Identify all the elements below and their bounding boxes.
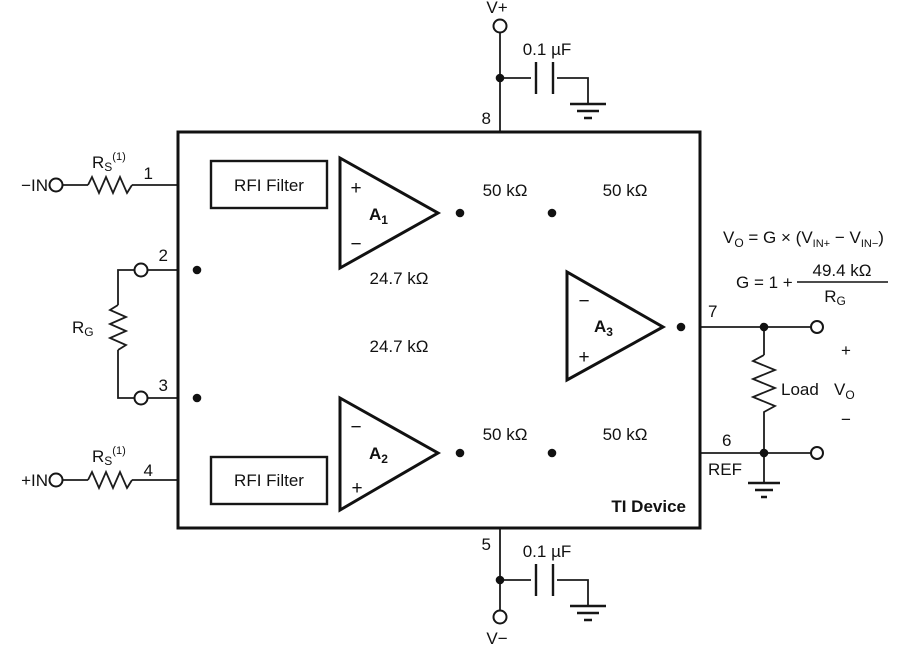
load-resistor xyxy=(750,354,778,415)
a1-label: A1 xyxy=(369,205,388,227)
vo-label: VO xyxy=(834,380,855,402)
a1-plus-sign: + xyxy=(350,178,361,199)
vo-plus-sign: + xyxy=(841,341,851,360)
r50k-bottom-left-value: 50 kΩ xyxy=(483,425,528,444)
junction-dot xyxy=(547,208,557,218)
pin-7-label: 7 xyxy=(708,302,717,321)
vminus-terminal xyxy=(492,609,508,625)
a3-minus-sign: − xyxy=(578,291,589,312)
opamp-a2 xyxy=(338,395,442,513)
rfi-filter-box-2 xyxy=(209,455,329,506)
neg-in-label: −IN xyxy=(21,176,48,195)
rfi-filter-label-2: RFI Filter xyxy=(234,471,304,490)
a3-label: A3 xyxy=(594,317,613,339)
junction-dot xyxy=(495,575,505,585)
junction-dot xyxy=(455,208,465,218)
pin-2-label: 2 xyxy=(159,246,168,265)
r24k7-a2-value: 24.7 kΩ xyxy=(369,337,428,356)
junction-dot xyxy=(759,448,769,458)
rs-pos-label: RS(1) xyxy=(92,445,126,468)
junction-dot xyxy=(547,448,557,458)
r50k-top-left-value: 50 kΩ xyxy=(483,181,528,200)
ref-label: REF xyxy=(708,460,742,479)
junction-dot xyxy=(192,393,202,403)
rfi-filter-label-1: RFI Filter xyxy=(234,176,304,195)
output-equation: VO = G × (VIN+ − VIN−) xyxy=(723,228,884,250)
cap-bottom-value: 0.1 µF xyxy=(523,542,572,561)
opamp-a3 xyxy=(565,269,667,383)
pos-in-terminal xyxy=(48,472,64,488)
junction-dot xyxy=(759,322,769,332)
a2-label: A2 xyxy=(369,444,388,466)
junction-dot xyxy=(495,73,505,83)
ground-icon-bottom xyxy=(570,604,606,622)
vo-plus-terminal xyxy=(810,320,824,334)
neg-in-terminal xyxy=(48,177,64,193)
rg-terminal-pin3 xyxy=(133,390,149,406)
rg-terminal-pin2 xyxy=(133,262,149,278)
rfi-filter-box-1 xyxy=(209,159,329,210)
a2-plus-sign: + xyxy=(351,478,362,499)
resistor-rs-pos xyxy=(87,469,133,491)
pin-3-label: 3 xyxy=(159,376,168,395)
capacitor-bottom-icon xyxy=(534,564,555,596)
gain-equation-lhs: G = 1 + xyxy=(736,273,793,292)
pin-8-label: 8 xyxy=(482,109,491,128)
a1-minus-sign: − xyxy=(350,234,361,255)
ti-device-label: TI Device xyxy=(611,497,686,516)
junction-dot xyxy=(192,265,202,275)
gain-equation-numerator: 49.4 kΩ xyxy=(812,261,871,280)
pin-4-label: 4 xyxy=(144,461,153,480)
vo-minus-sign: − xyxy=(841,410,851,429)
rs-neg-label: RS(1) xyxy=(92,151,126,174)
r50k-bottom-right-value: 50 kΩ xyxy=(603,425,648,444)
load-label: Load xyxy=(781,380,819,399)
a2-minus-sign: − xyxy=(350,417,361,438)
cap-top-value: 0.1 µF xyxy=(523,40,572,59)
vplus-label: V+ xyxy=(486,0,507,17)
vplus-terminal xyxy=(492,18,508,34)
gain-equation-denominator: RG xyxy=(824,287,846,308)
junction-dots xyxy=(192,73,769,585)
resistor-rg xyxy=(107,304,129,351)
a3-plus-sign: + xyxy=(578,347,589,368)
pin-6-label: 6 xyxy=(722,431,731,450)
vminus-label: V− xyxy=(486,629,507,648)
pos-in-label: +IN xyxy=(21,471,48,490)
resistor-rs-neg xyxy=(87,174,133,196)
ground-icon-top xyxy=(570,102,606,120)
opamp-a1 xyxy=(338,155,442,271)
junction-dot xyxy=(455,448,465,458)
ground-icon-ref xyxy=(748,481,780,499)
vo-ref-terminal xyxy=(810,446,824,460)
capacitor-top-icon xyxy=(534,62,555,94)
junction-dot xyxy=(676,322,686,332)
r50k-top-right-value: 50 kΩ xyxy=(603,181,648,200)
rg-label: RG xyxy=(72,318,94,339)
r24k7-a1-value: 24.7 kΩ xyxy=(369,269,428,288)
pin-5-label: 5 xyxy=(482,535,491,554)
pin-1-label: 1 xyxy=(144,164,153,183)
